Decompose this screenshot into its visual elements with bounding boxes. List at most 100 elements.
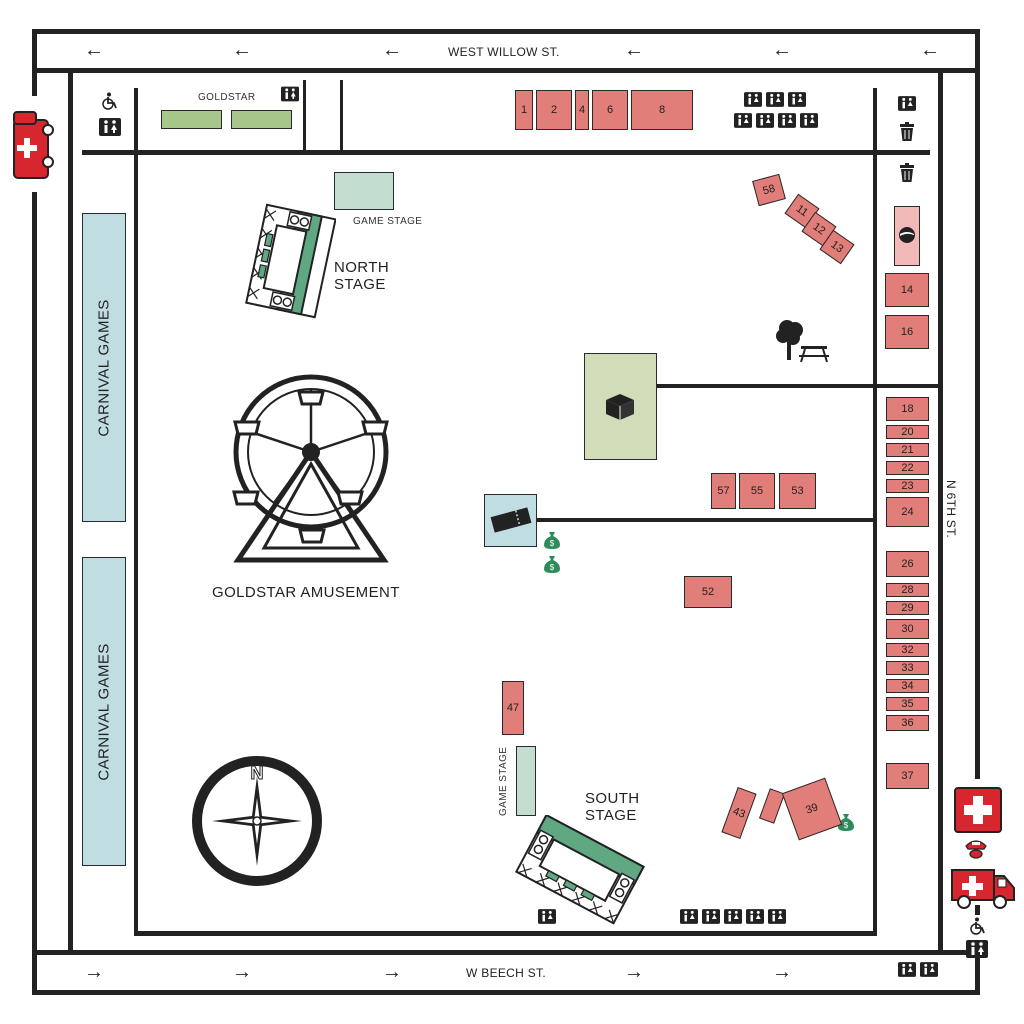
restroom-icon xyxy=(702,909,720,924)
ambulance-icon xyxy=(13,111,54,179)
venue-fence-right xyxy=(873,88,877,936)
booth-43[interactable]: 43 xyxy=(721,787,757,839)
street-east-label: N 6TH ST. xyxy=(944,480,958,539)
booth-20[interactable]: 20 xyxy=(886,425,929,439)
ferris-wheel-label: GOLDSTAR AMUSEMENT xyxy=(212,584,400,601)
south-stage-label-line1: SOUTH xyxy=(585,790,640,807)
restroom-icon xyxy=(778,113,796,128)
outer-border-right xyxy=(975,29,980,779)
money-bag-icon: $ xyxy=(544,532,560,549)
outer-border-left-bottom xyxy=(32,955,37,995)
booth-39[interactable]: 39 xyxy=(781,777,843,841)
restroom-icon xyxy=(756,113,774,128)
arrow-west-icon: ← xyxy=(772,39,792,61)
trash-icon xyxy=(900,163,914,182)
ferris-wheel-icon xyxy=(232,374,389,563)
booth-26[interactable]: 26 xyxy=(886,551,929,577)
booth-34[interactable]: 34 xyxy=(886,679,929,693)
restroom-icon xyxy=(788,92,806,107)
restroom-icon xyxy=(768,909,786,924)
booth-22[interactable]: 22 xyxy=(886,461,929,475)
south-stage-label-line2: STAGE xyxy=(585,807,637,824)
goldstar-bar-left xyxy=(161,110,222,129)
carnival-games-label: CARNIVAL GAMES xyxy=(95,642,113,781)
north-stage-icon xyxy=(245,203,336,319)
outer-border-top xyxy=(32,29,980,34)
booth-29[interactable]: 29 xyxy=(886,601,929,615)
arrow-east-icon: → xyxy=(772,961,792,983)
arrow-east-icon: → xyxy=(382,961,402,983)
booth-55[interactable]: 55 xyxy=(739,473,775,509)
restroom-icon xyxy=(966,940,988,958)
booth-36[interactable]: 36 xyxy=(886,715,929,731)
booth-6[interactable]: 6 xyxy=(592,90,628,130)
carnival-games-area-1: CARNIVAL GAMES xyxy=(82,213,126,522)
police-icon xyxy=(965,840,987,859)
tree-picnic-icon xyxy=(776,320,829,363)
goldstar-bar-right xyxy=(231,110,292,129)
booth-33[interactable]: 33 xyxy=(886,661,929,675)
money-bag-icon: $ xyxy=(838,814,854,831)
booth-1[interactable]: 1 xyxy=(515,90,533,130)
wheelchair-icon xyxy=(102,92,117,110)
info-box-icon xyxy=(606,394,634,420)
north-stage-label-line2: STAGE xyxy=(334,276,386,293)
booth-57[interactable]: 57 xyxy=(711,473,736,509)
street-north-label: WEST WILLOW ST. xyxy=(448,45,560,59)
booth-52[interactable]: 52 xyxy=(684,576,732,608)
svg-text:$: $ xyxy=(550,539,555,548)
path-info-east xyxy=(657,384,939,388)
booth-21[interactable]: 21 xyxy=(886,443,929,457)
booth-16[interactable]: 16 xyxy=(885,315,929,349)
restroom-icon xyxy=(766,92,784,107)
booth-28[interactable]: 28 xyxy=(886,583,929,597)
strip-divider-2 xyxy=(340,80,343,150)
svg-text:$: $ xyxy=(844,821,849,830)
restroom-icon xyxy=(898,96,916,111)
svg-text:$: $ xyxy=(550,563,555,572)
ambulance-icon xyxy=(951,869,1015,909)
booth-47[interactable]: 47 xyxy=(502,681,524,735)
restroom-icon xyxy=(724,909,742,924)
booth-58[interactable]: 58 xyxy=(752,173,786,207)
restroom-icon xyxy=(800,113,818,128)
wheelchair-icon xyxy=(970,917,985,935)
path-ticket-east xyxy=(537,518,875,522)
strip-divider-1 xyxy=(303,80,306,150)
restroom-icon xyxy=(898,962,916,977)
booth-2[interactable]: 2 xyxy=(536,90,572,130)
carnival-games-area-2: CARNIVAL GAMES xyxy=(82,557,126,866)
booth-30[interactable]: 30 xyxy=(886,619,929,639)
road-edge-north xyxy=(32,68,980,73)
money-bag-icon: $ xyxy=(544,556,560,573)
booth-37[interactable]: 37 xyxy=(886,763,929,789)
outer-border-left xyxy=(32,29,37,96)
first-aid-icon xyxy=(954,787,1002,833)
booth-4[interactable]: 4 xyxy=(575,90,589,130)
compass-icon: N xyxy=(192,756,322,886)
booth-14[interactable]: 14 xyxy=(885,273,929,307)
arrow-west-icon: ← xyxy=(920,39,940,61)
ticket-icon xyxy=(490,507,532,533)
booth-32[interactable]: 32 xyxy=(886,643,929,657)
booth-18[interactable]: 18 xyxy=(886,397,929,421)
game-stage-bottom xyxy=(516,746,536,816)
booth-8[interactable]: 8 xyxy=(631,90,693,130)
goldstar-label: GOLDSTAR xyxy=(198,92,256,103)
booth-23[interactable]: 23 xyxy=(886,479,929,493)
restroom-icon xyxy=(99,118,121,136)
svg-text:N: N xyxy=(251,763,264,783)
booth-53[interactable]: 53 xyxy=(779,473,816,509)
booth-35[interactable]: 35 xyxy=(886,697,929,711)
arrow-west-icon: ← xyxy=(382,39,402,61)
restroom-icon xyxy=(746,909,764,924)
restroom-icon xyxy=(734,113,752,128)
venue-fence-bottom xyxy=(134,931,877,936)
road-edge-west xyxy=(68,68,73,955)
venue-fence-top xyxy=(82,150,930,155)
restroom-icon xyxy=(538,909,556,924)
pepsi-icon xyxy=(899,227,915,243)
outer-border-bottom xyxy=(32,990,980,995)
trash-icon xyxy=(900,122,914,141)
booth-24[interactable]: 24 xyxy=(886,497,929,527)
